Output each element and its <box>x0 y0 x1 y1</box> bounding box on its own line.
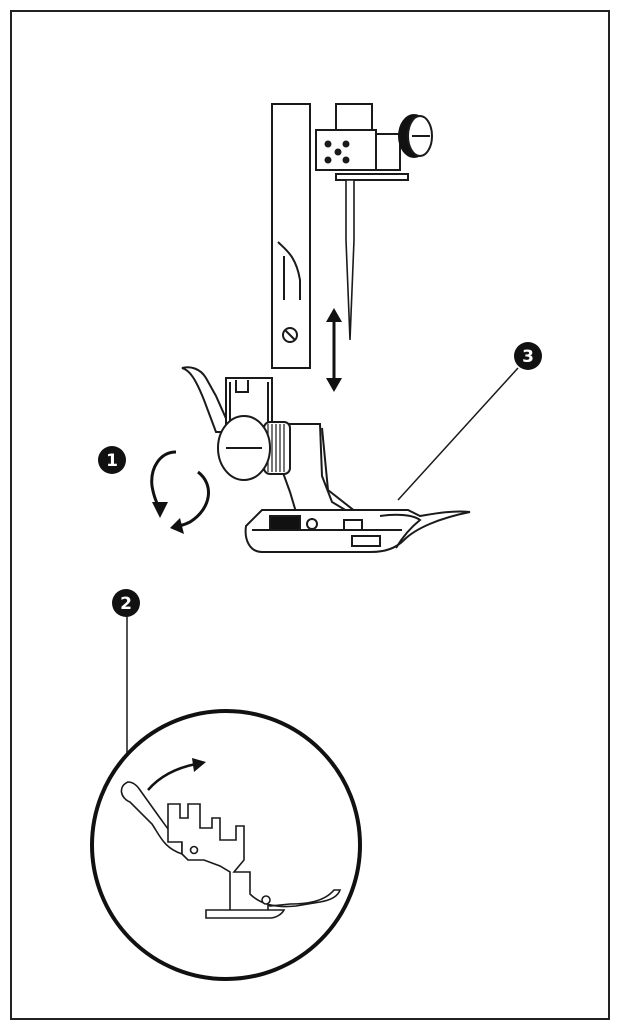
detail-presser-foot <box>120 781 342 919</box>
clamp-screw <box>398 114 433 158</box>
callout-3: 3 <box>514 342 542 370</box>
presser-foot-sole <box>244 509 471 553</box>
callout-2-label: 2 <box>120 594 132 614</box>
callout-3-leader <box>397 367 519 501</box>
figure-frame <box>10 10 610 1020</box>
callout-1: 1 <box>98 446 126 474</box>
curved-arrow-icon <box>147 762 197 791</box>
needle <box>345 179 355 341</box>
thumb-screw <box>217 415 291 481</box>
callout-1-label: 1 <box>106 451 118 471</box>
rotate-counterclockwise-icon <box>150 450 210 534</box>
callout-3-label: 3 <box>522 347 534 367</box>
needle-clamp <box>315 103 409 181</box>
presser-bar <box>271 103 311 369</box>
double-arrow-icon <box>326 308 342 392</box>
detail-inset <box>90 709 362 981</box>
callout-2: 2 <box>112 589 140 778</box>
